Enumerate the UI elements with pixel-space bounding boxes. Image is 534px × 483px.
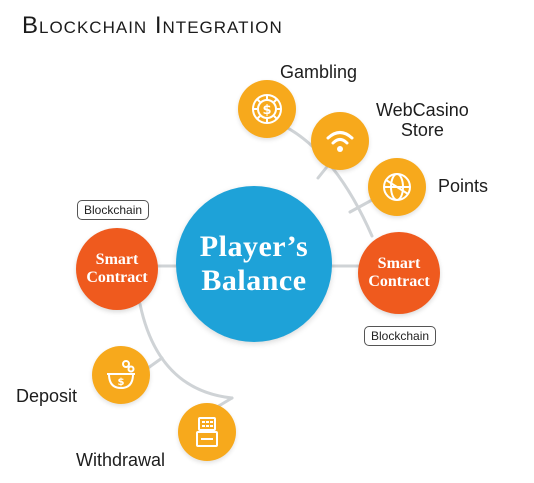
webcasino-store-node xyxy=(311,112,369,170)
right-contract-line1: Smart xyxy=(377,255,421,272)
atm-cash-icon xyxy=(196,417,218,447)
wifi-icon xyxy=(326,131,354,152)
points-label: Points xyxy=(438,176,489,196)
left-contract-line2: Contract xyxy=(86,269,148,286)
globe-icon xyxy=(383,173,411,201)
hub-label-line1: Player’s xyxy=(199,230,309,263)
hub-label-line2: Balance xyxy=(201,264,307,297)
webcasino-label-line2: Store xyxy=(400,120,444,140)
gambling-label: Gambling xyxy=(280,62,358,82)
deposit-node: $ xyxy=(92,346,150,404)
coin-pot-icon: $ xyxy=(107,360,135,390)
points-node xyxy=(368,158,426,216)
webcasino-label-line1: WebCasino xyxy=(376,100,469,120)
diagram-title: Blockchain Integration xyxy=(22,12,283,39)
deposit-label: Deposit xyxy=(16,386,78,406)
right-smart-contract-node: Smart Contract xyxy=(358,232,440,314)
left-contract-line1: Smart xyxy=(95,251,139,268)
left-blockchain-tag: Blockchain xyxy=(77,200,150,220)
players-balance-hub: Player’s Balance xyxy=(176,186,332,342)
withdrawal-node xyxy=(178,403,236,461)
dollar-chip-icon: $ xyxy=(252,94,282,124)
right-blockchain-tag: Blockchain xyxy=(364,326,437,346)
svg-text:$: $ xyxy=(262,103,271,118)
withdrawal-label: Withdrawal xyxy=(76,450,166,470)
gambling-node: $ xyxy=(238,80,296,138)
webcasino-store-label: WebCasino Store xyxy=(376,100,469,140)
left-smart-contract-node: Smart Contract xyxy=(76,228,158,310)
right-contract-line2: Contract xyxy=(368,273,430,290)
svg-text:$: $ xyxy=(118,377,125,388)
